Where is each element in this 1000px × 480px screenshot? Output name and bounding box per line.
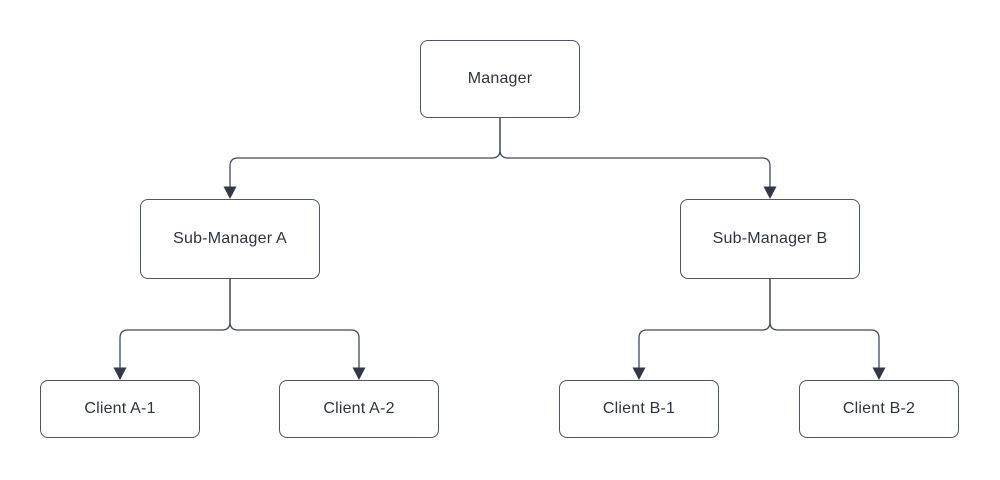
node-sub-manager-a[interactable]: Sub-Manager A	[140, 199, 320, 279]
edge-sub-b-to-client-b1	[638, 279, 771, 369]
node-client-b2[interactable]: Client B-2	[799, 380, 959, 438]
node-client-a1[interactable]: Client A-1	[40, 380, 200, 438]
node-manager[interactable]: Manager	[420, 40, 580, 118]
edge-manager-to-sub-b	[499, 118, 771, 188]
node-client-a2-label: Client A-2	[323, 400, 395, 417]
node-sub-manager-b[interactable]: Sub-Manager B	[680, 199, 860, 279]
arrowhead-client-a2	[352, 367, 366, 380]
node-client-a1-label: Client A-1	[84, 400, 156, 417]
arrowhead-client-b2	[872, 367, 886, 380]
node-sub-manager-b-label: Sub-Manager B	[712, 230, 828, 247]
edge-sub-a-to-client-a2	[229, 279, 360, 369]
node-sub-manager-a-label: Sub-Manager A	[173, 230, 287, 247]
arrowhead-sub-b	[763, 186, 777, 199]
node-client-b2-label: Client B-2	[842, 400, 916, 417]
node-client-b1-label: Client B-1	[602, 400, 676, 417]
node-client-b1[interactable]: Client B-1	[559, 380, 719, 438]
edge-manager-to-sub-a	[229, 118, 501, 188]
node-manager-label: Manager	[467, 70, 533, 87]
arrowhead-sub-a	[223, 186, 237, 199]
node-client-a2[interactable]: Client A-2	[279, 380, 439, 438]
edge-sub-a-to-client-a1	[119, 279, 231, 369]
arrowhead-client-a1	[113, 367, 127, 380]
arrowhead-client-b1	[632, 367, 646, 380]
edge-sub-b-to-client-b2	[769, 279, 880, 369]
